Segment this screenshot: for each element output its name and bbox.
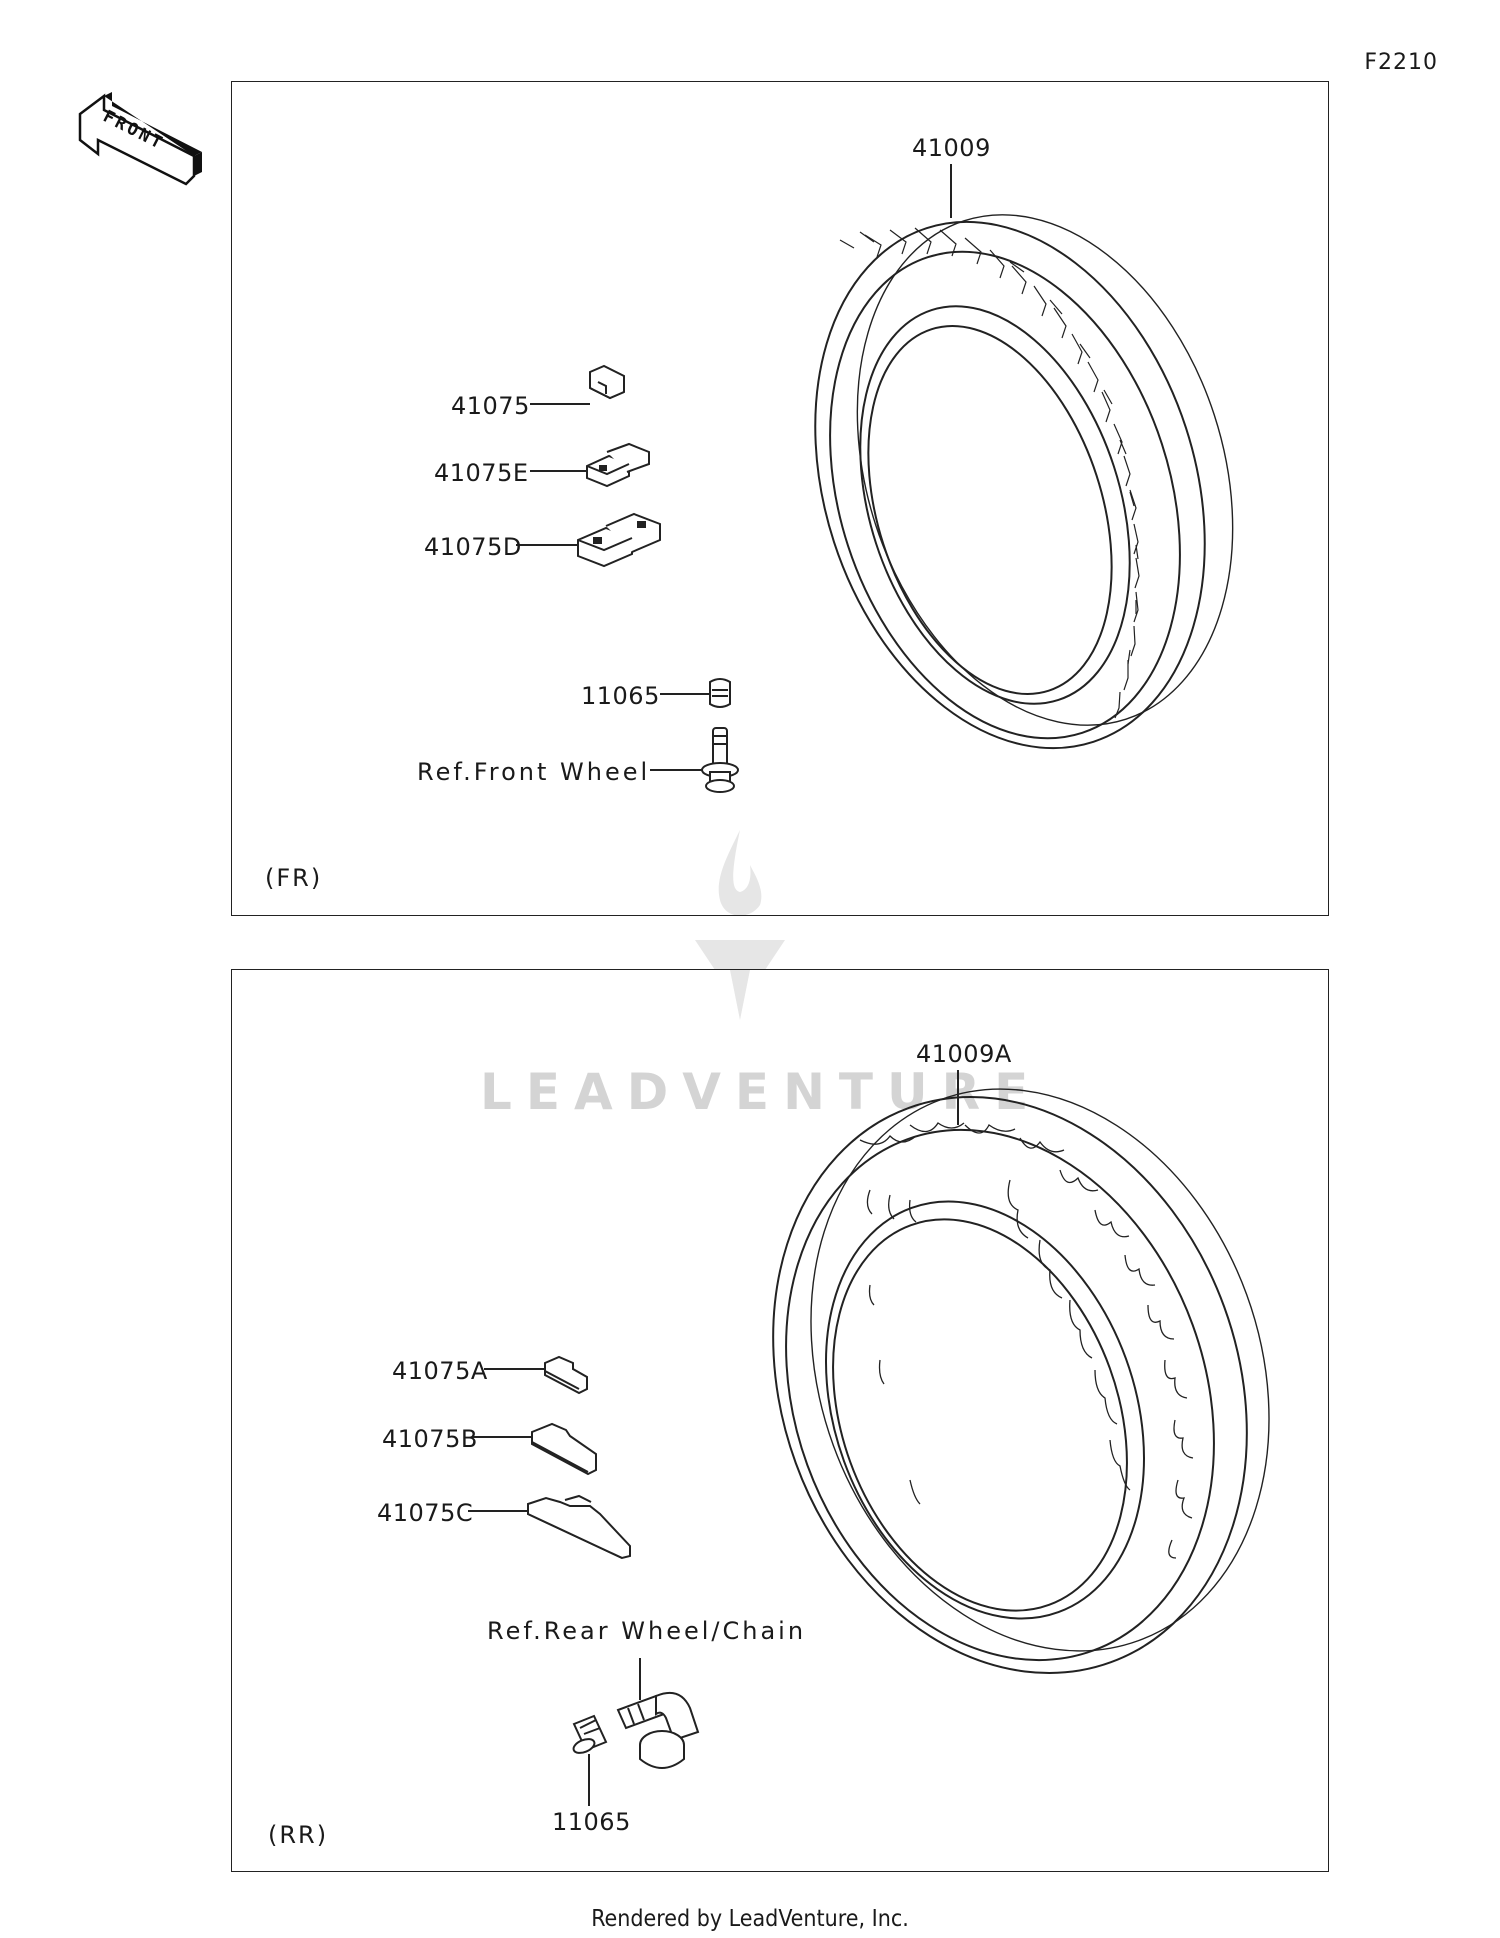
diagram-code: F2210 (1364, 50, 1438, 75)
valve-cap-11065-front-icon (709, 678, 731, 708)
weight-41075d-icon (577, 512, 661, 568)
weight-41075a-icon (544, 1355, 588, 1395)
front-arrow-icon: FRONT (78, 92, 202, 186)
callout-41009a: 41009A (916, 1040, 1012, 1068)
flame-logo-icon (695, 830, 785, 1020)
valve-stem-rear-icon (616, 1692, 700, 1769)
rear-tire-panel (231, 969, 1329, 1872)
watermark-logo (690, 820, 790, 1040)
front-tire-panel (231, 81, 1329, 916)
front-direction-arrow: FRONT (68, 92, 202, 222)
weight-41075e-icon (586, 442, 650, 488)
callout-11065-front: 11065 (581, 682, 660, 710)
callout-41075e: 41075E (434, 459, 529, 487)
callout-ref-front-wheel: Ref.Front Wheel (417, 758, 651, 786)
callout-41009: 41009 (912, 134, 991, 162)
callout-41075: 41075 (451, 392, 530, 420)
weight-41075-icon (589, 364, 625, 400)
callout-41075c: 41075C (377, 1499, 474, 1527)
watermark-text: LEADVENTURE (480, 1063, 1043, 1121)
callout-41075d: 41075D (424, 533, 522, 561)
valve-cap-11065-rear-icon (572, 1714, 608, 1754)
section-label-fr: (FR) (265, 864, 323, 892)
callout-41075b: 41075B (382, 1425, 478, 1453)
callout-41075a: 41075A (392, 1357, 488, 1385)
callout-11065-rear: 11065 (552, 1808, 631, 1836)
rear-tire-41009a (772, 1088, 1270, 1674)
section-label-rr: (RR) (268, 1821, 329, 1849)
weight-41075c-icon (527, 1494, 631, 1560)
weight-41075b-icon (531, 1422, 597, 1476)
front-tire-tread (839, 227, 1140, 719)
rear-tire-tread (859, 1122, 1194, 1559)
front-tire-41009 (814, 214, 1234, 750)
footer-credit: Rendered by LeadVenture, Inc. (591, 1906, 909, 1932)
valve-stem-front-icon (701, 727, 739, 793)
callout-ref-rear-wheel-chain: Ref.Rear Wheel/Chain (487, 1617, 807, 1645)
